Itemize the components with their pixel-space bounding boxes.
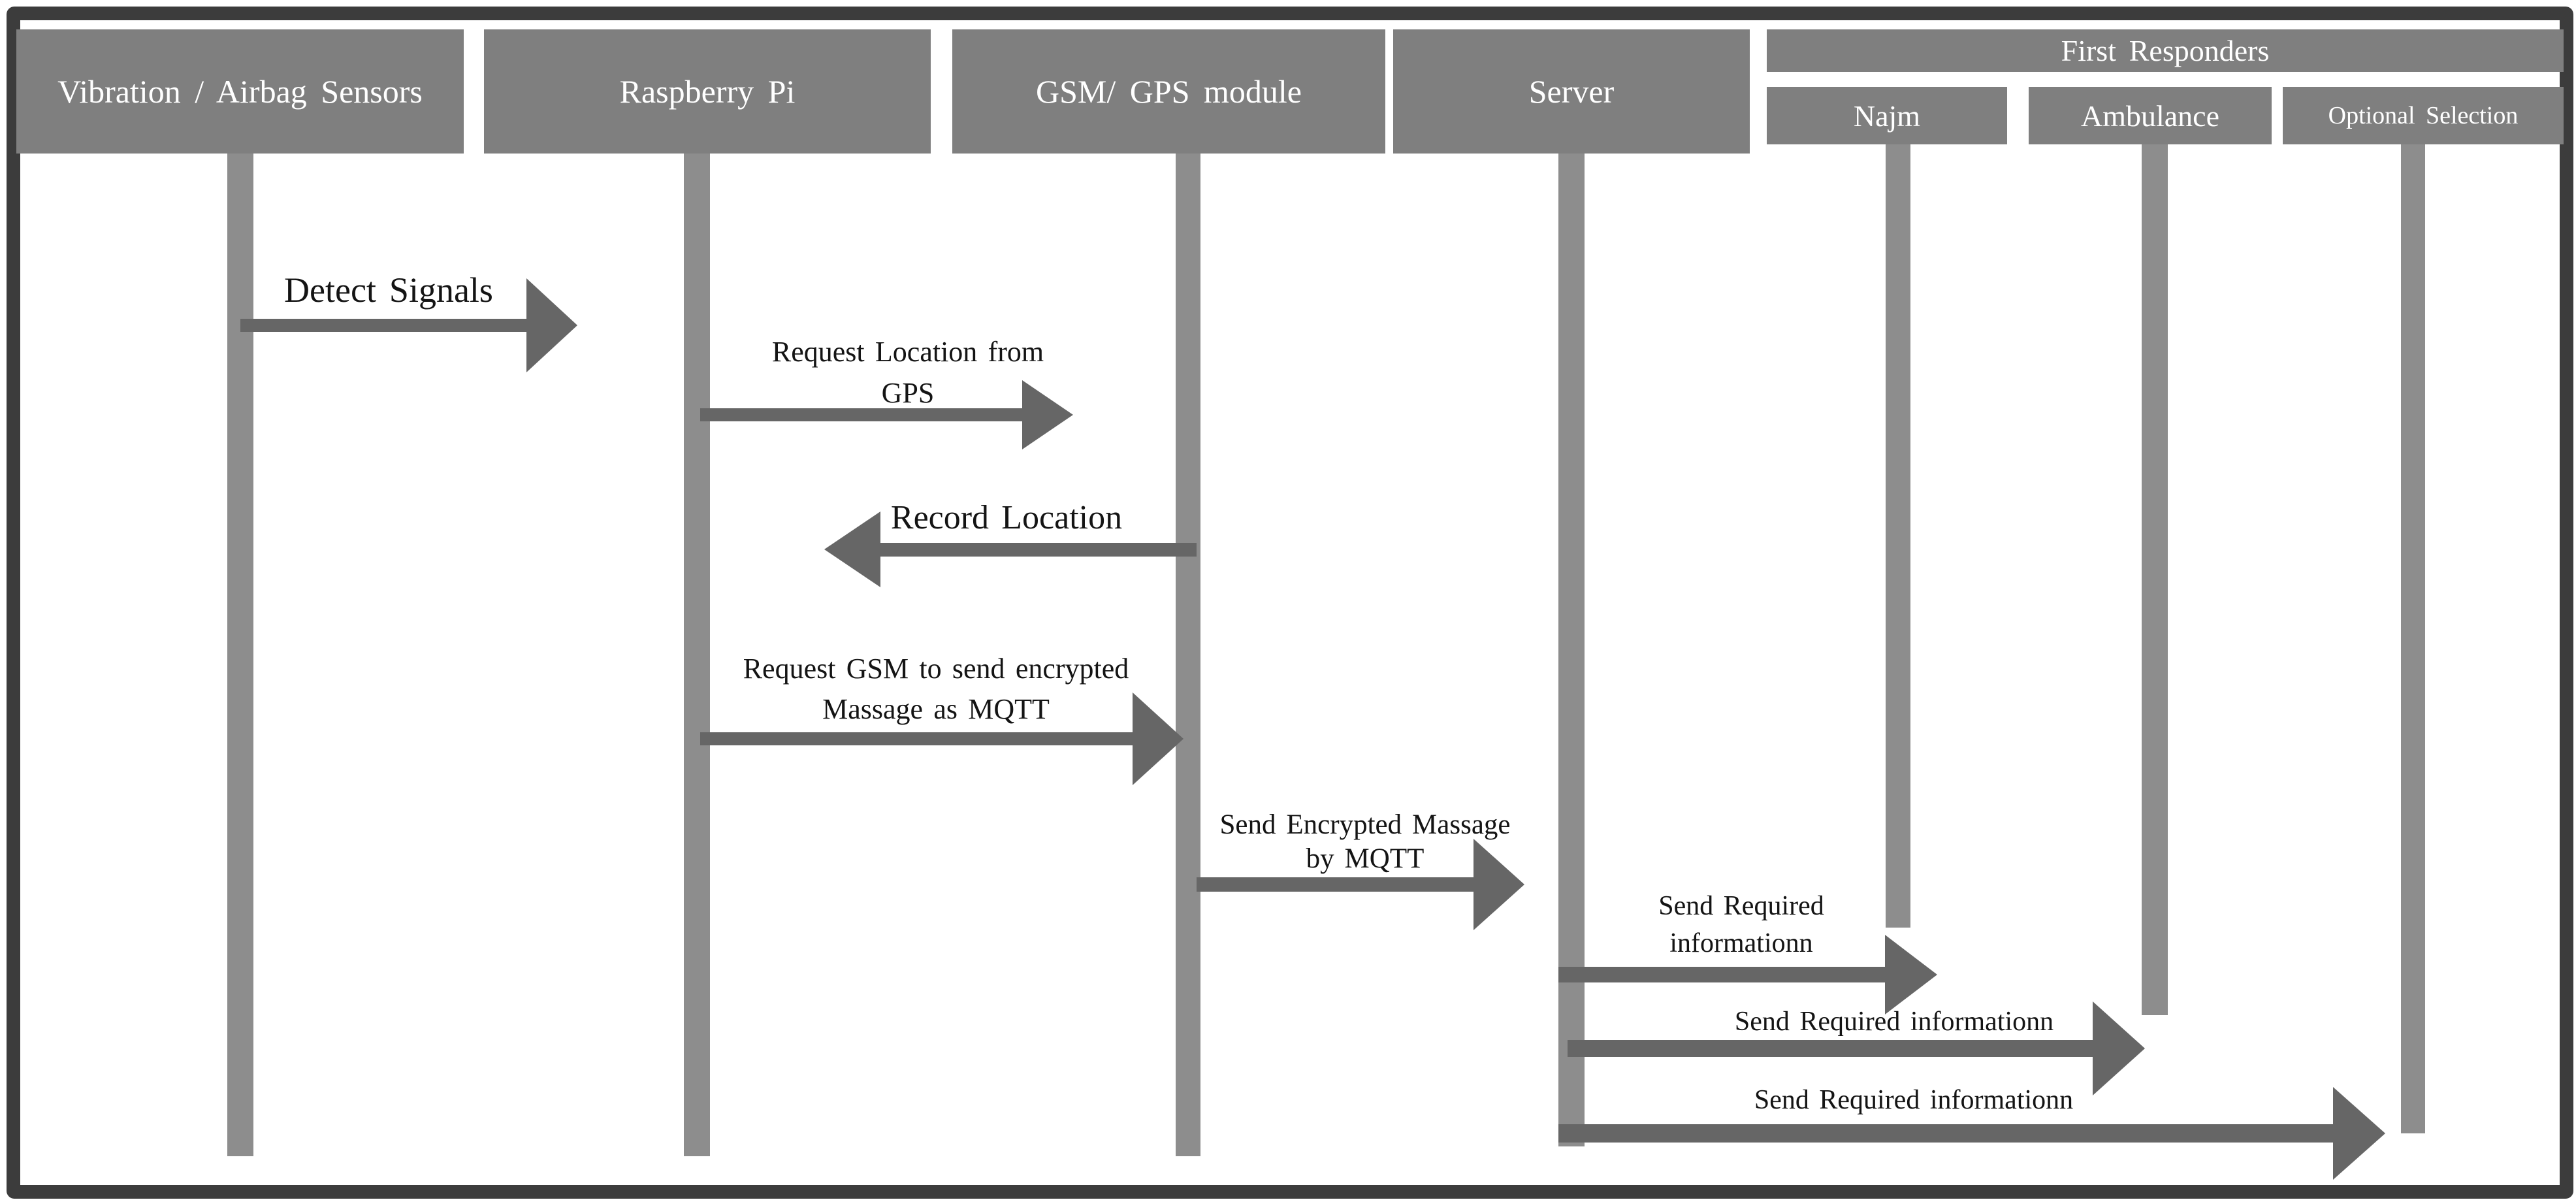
message-label-send-najm-1: Send Required (1658, 891, 1824, 921)
arrowhead-right-icon (1885, 935, 1937, 1014)
arrow-detect-signals (240, 319, 526, 332)
diagram-frame (7, 7, 2573, 1199)
actor-najm: Najm (1767, 87, 2007, 144)
arrowhead-right-icon (2333, 1087, 2385, 1180)
message-label-request-location-1: Request Location from (771, 336, 1044, 368)
arrowhead-right-icon (1022, 380, 1073, 449)
actor-label: Ambulance (2080, 99, 2220, 133)
group-label: First Responders (2061, 34, 2270, 67)
lifeline-optional (2401, 144, 2425, 1133)
lifeline-najm (1886, 144, 1910, 928)
lifeline-gsm (1176, 154, 1200, 1156)
actor-label: Server (1528, 73, 1615, 110)
arrow-send-najm (1558, 967, 1885, 982)
lifeline-sensors (227, 154, 253, 1156)
group-first-responders: First Responders (1767, 29, 2564, 72)
arrow-send-optional (1558, 1124, 2333, 1143)
actor-ambulance: Ambulance (2029, 87, 2272, 144)
actor-raspberry-pi: Raspberry Pi (484, 29, 931, 154)
message-label-request-gsm-2: Massage as MQTT (822, 693, 1050, 725)
actor-label: Optional Selection (2328, 102, 2519, 129)
actor-gsm-gps-module: GSM/ GPS module (952, 29, 1385, 154)
arrow-send-encrypted (1197, 877, 1473, 892)
arrow-record-location (878, 543, 1197, 557)
arrowhead-right-icon (1473, 839, 1524, 930)
actor-label: GSM/ GPS module (1036, 73, 1302, 110)
arrowhead-right-icon (526, 278, 577, 372)
actor-server: Server (1393, 29, 1750, 154)
message-label-send-optional: Send Required informationn (1754, 1085, 2074, 1115)
arrow-send-ambulance (1568, 1040, 2093, 1057)
actor-vibration-airbag-sensors: Vibration / Airbag Sensors (16, 29, 464, 154)
arrowhead-left-icon (824, 511, 880, 587)
actor-label: Najm (1853, 99, 1921, 133)
lifeline-server (1558, 154, 1585, 1146)
message-label-request-location-2: GPS (881, 377, 935, 409)
message-label-send-najm-2: informationn (1669, 928, 1813, 958)
message-label-detect-signals: Detect Signals (284, 270, 493, 310)
message-label-send-encrypted-2: by MQTT (1306, 843, 1425, 874)
actor-label: Vibration / Airbag Sensors (57, 73, 423, 110)
arrowhead-right-icon (2093, 1001, 2145, 1095)
message-label-send-ambulance: Send Required informationn (1734, 1007, 2054, 1037)
message-label-record-location: Record Location (890, 499, 1123, 536)
message-label-send-encrypted-1: Send Encrypted Massage (1219, 809, 1511, 840)
arrowhead-right-icon (1133, 692, 1183, 785)
message-label-request-gsm-1: Request GSM to send encrypted (743, 653, 1129, 685)
actor-label: Raspberry Pi (619, 73, 796, 110)
lifeline-raspberry-pi (684, 154, 710, 1156)
arrow-request-location (700, 408, 1022, 421)
arrow-request-gsm (700, 732, 1133, 745)
actor-optional-selection: Optional Selection (2283, 87, 2564, 144)
lifeline-ambulance (2142, 144, 2168, 1015)
